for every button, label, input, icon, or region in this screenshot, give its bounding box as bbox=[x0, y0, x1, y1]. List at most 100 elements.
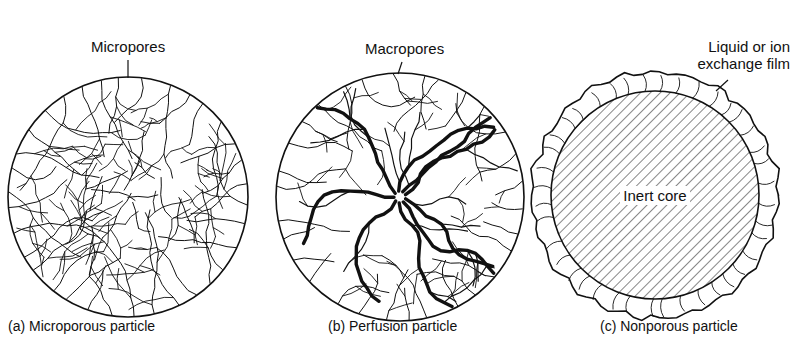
pore-stroke bbox=[310, 254, 331, 282]
pore-stroke bbox=[651, 299, 653, 317]
pore-stroke bbox=[179, 198, 194, 243]
pore-stroke bbox=[128, 141, 139, 159]
pore-stroke bbox=[444, 267, 486, 303]
pore-stroke bbox=[356, 201, 395, 301]
pore-stroke bbox=[756, 221, 772, 226]
inert-core-outline bbox=[551, 91, 759, 299]
pore-stroke bbox=[91, 267, 103, 286]
pore-stroke bbox=[451, 216, 511, 251]
pore-stroke bbox=[107, 270, 154, 275]
pore-stroke bbox=[88, 271, 103, 309]
pore-stroke bbox=[733, 264, 745, 274]
pore-stroke bbox=[709, 92, 718, 106]
pore-stroke bbox=[80, 229, 134, 316]
pore-stroke bbox=[105, 144, 123, 146]
pore-stroke bbox=[198, 156, 201, 182]
pore-stroke bbox=[393, 74, 410, 105]
pore-stroke bbox=[317, 167, 332, 183]
pore-stroke bbox=[76, 103, 100, 130]
pore-stroke bbox=[189, 196, 217, 216]
pore-stroke bbox=[104, 223, 109, 252]
pore-stroke bbox=[89, 227, 94, 275]
pore-stroke bbox=[129, 247, 157, 249]
pore-stroke bbox=[278, 169, 346, 190]
pore-stroke bbox=[19, 207, 48, 213]
pore-stroke bbox=[387, 270, 408, 320]
pore-stroke bbox=[492, 203, 523, 210]
pore-stroke bbox=[211, 209, 216, 237]
pore-stroke bbox=[95, 238, 103, 261]
pore-stroke bbox=[66, 155, 103, 168]
pore-stroke bbox=[103, 193, 131, 237]
pore-stroke bbox=[135, 163, 155, 179]
pore-stroke bbox=[403, 202, 493, 273]
pore-stroke bbox=[758, 181, 774, 184]
pore-stroke bbox=[486, 267, 494, 268]
pore-stroke bbox=[25, 218, 92, 257]
pore-stroke bbox=[67, 258, 121, 299]
pore-stroke bbox=[729, 110, 742, 123]
pore-stroke bbox=[69, 192, 83, 203]
pore-stroke bbox=[712, 282, 720, 295]
pore-stroke bbox=[759, 203, 775, 206]
pore-stroke bbox=[415, 113, 433, 130]
pore-stroke bbox=[550, 135, 565, 143]
pore-stroke bbox=[446, 93, 466, 126]
pore-stroke bbox=[362, 80, 415, 107]
pore-stroke bbox=[90, 177, 102, 211]
pore-stroke bbox=[676, 78, 680, 93]
pore-stroke bbox=[413, 197, 466, 206]
pore-stroke bbox=[400, 132, 409, 185]
pore-stroke bbox=[111, 230, 121, 258]
pore-stroke bbox=[150, 118, 158, 122]
film-outline bbox=[531, 71, 779, 320]
pore-stroke bbox=[626, 296, 630, 312]
pore-stroke bbox=[573, 109, 584, 120]
pore-stroke bbox=[30, 218, 44, 258]
pore-stroke bbox=[184, 191, 203, 212]
pore-stroke bbox=[399, 270, 417, 286]
pore-stroke bbox=[610, 84, 616, 99]
pore-stroke bbox=[294, 258, 334, 262]
pore-stroke bbox=[317, 108, 395, 194]
pore-stroke bbox=[99, 142, 123, 171]
pore-stroke bbox=[153, 191, 156, 212]
pore-stroke bbox=[311, 129, 365, 143]
pore-stroke bbox=[477, 168, 496, 170]
pore-stroke bbox=[128, 195, 158, 197]
pore-stroke bbox=[171, 145, 189, 152]
pore-stroke bbox=[389, 303, 412, 311]
pore-stroke bbox=[29, 130, 80, 174]
pore-stroke bbox=[557, 255, 570, 264]
leader-lines bbox=[128, 60, 728, 91]
pore-stroke bbox=[195, 217, 197, 245]
pore-stroke bbox=[279, 220, 349, 232]
pore-stroke bbox=[363, 255, 396, 266]
pore-stroke bbox=[406, 130, 495, 195]
pore-stroke bbox=[140, 266, 160, 275]
pore-stroke bbox=[74, 162, 92, 164]
pore-stroke bbox=[145, 213, 158, 313]
pore-stroke bbox=[338, 286, 389, 303]
pore-stroke bbox=[71, 200, 82, 219]
pore-stroke bbox=[133, 202, 139, 228]
pore-stroke bbox=[340, 151, 353, 177]
pore-stroke bbox=[562, 118, 575, 129]
callout-label: Liquid or ion exchange film bbox=[682, 38, 790, 72]
pore-stroke bbox=[354, 93, 378, 98]
pore-stroke bbox=[64, 169, 73, 198]
pore-stroke bbox=[109, 78, 119, 133]
pore-stroke bbox=[195, 184, 246, 217]
node-text: Inert core bbox=[620, 186, 689, 205]
pore-stroke bbox=[544, 147, 559, 154]
pore-stroke bbox=[284, 228, 314, 239]
pore-stroke bbox=[114, 159, 126, 171]
pore-stroke bbox=[141, 122, 160, 124]
pore-stroke bbox=[161, 178, 172, 218]
pore-stroke bbox=[579, 276, 590, 289]
pore-stroke bbox=[72, 243, 92, 252]
pore-stroke bbox=[164, 86, 173, 178]
pore-stroke bbox=[109, 176, 119, 194]
pore-stroke bbox=[41, 213, 55, 230]
pore-stroke bbox=[643, 75, 646, 91]
